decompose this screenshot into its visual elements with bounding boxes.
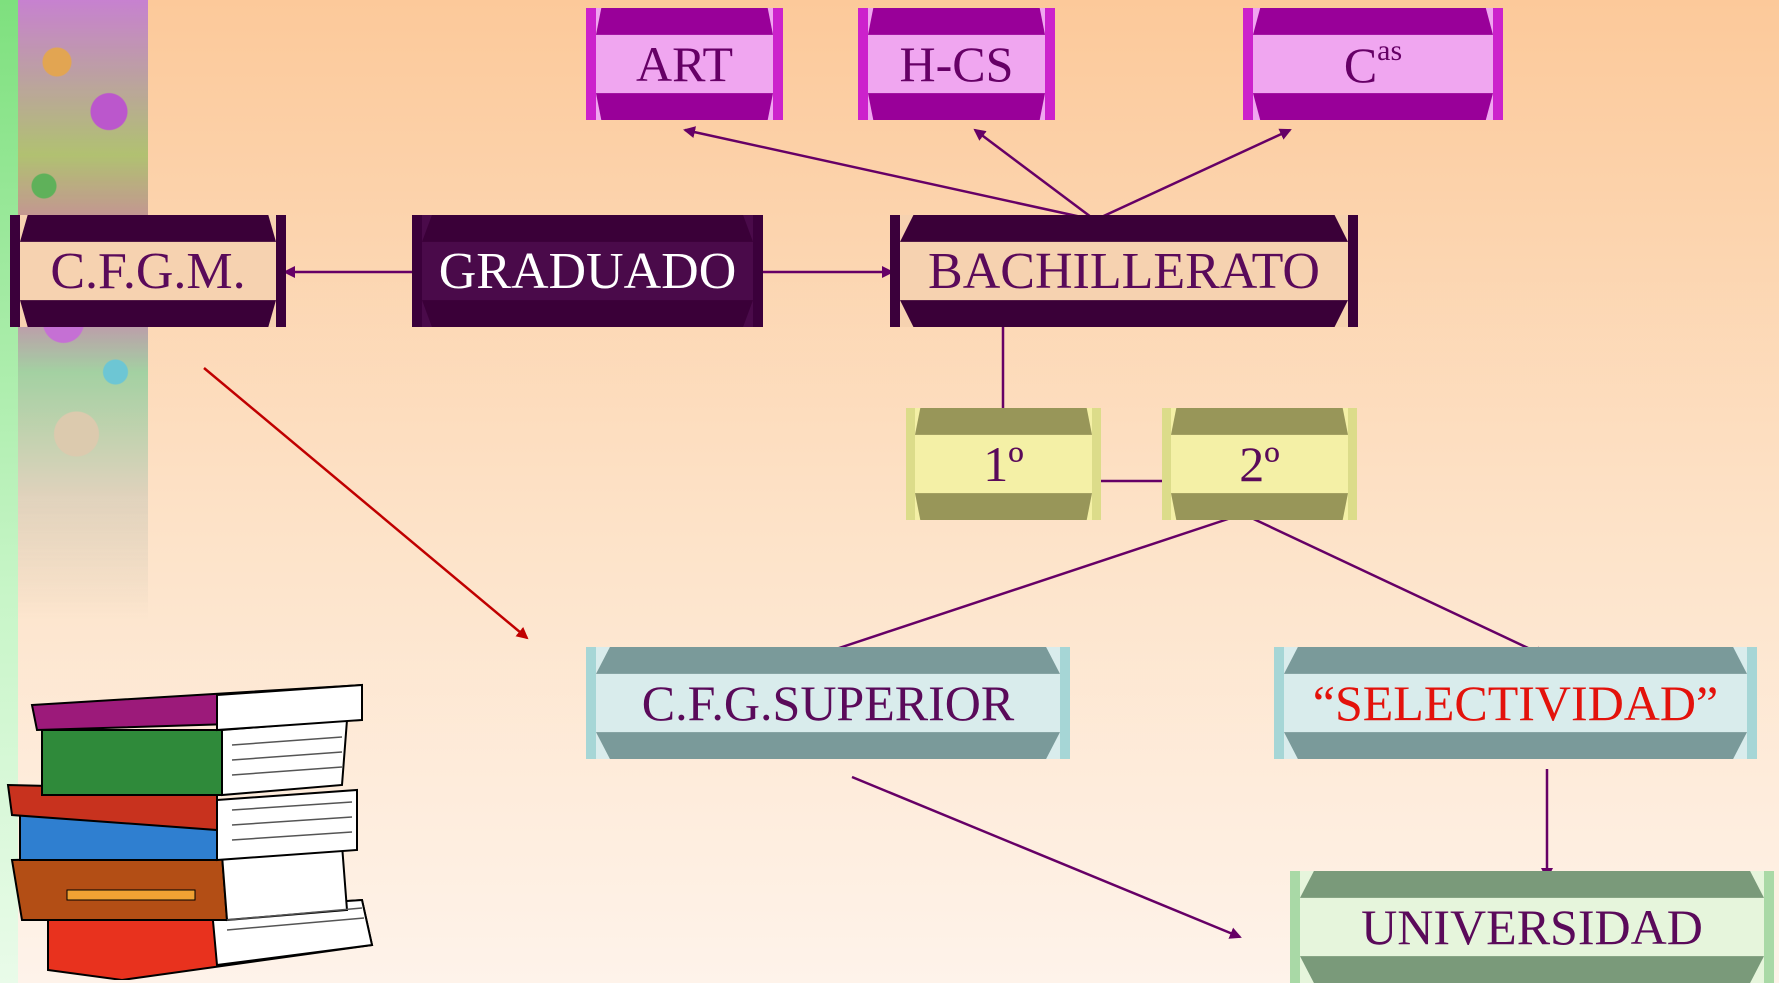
node-bachillerato-label: BACHILLERATO	[928, 242, 1320, 300]
node-segundo: 2º	[1162, 408, 1357, 520]
node-graduado-label: GRADUADO	[438, 242, 737, 300]
node-bachillerato: BACHILLERATO	[890, 215, 1358, 327]
node-art-label: ART	[636, 36, 733, 92]
node-hcs: H-CS	[858, 8, 1055, 120]
node-cas: Cas	[1243, 8, 1503, 120]
node-cfgm-label: C.F.G.M.	[50, 242, 246, 300]
node-selectividad: “SELECTIVIDAD”	[1274, 647, 1757, 759]
node-graduado: GRADUADO	[412, 215, 763, 327]
node-cfgm: C.F.G.M.	[10, 215, 286, 327]
arrow-2-to-selectividad	[1242, 512, 1547, 658]
arrow-cfgm-to-cfgs	[203, 367, 529, 640]
node-cas-label: Cas	[1344, 34, 1402, 94]
node-primero: 1º	[906, 408, 1101, 520]
node-primero-label: 1º	[983, 436, 1024, 492]
arrow-bach-to-hcs	[973, 128, 1096, 221]
node-art: ART	[586, 8, 783, 120]
arrow-2-to-cfgs	[813, 512, 1244, 659]
node-cfg-superior: C.F.G.SUPERIOR	[586, 647, 1070, 759]
node-selectividad-label: “SELECTIVIDAD”	[1312, 675, 1719, 731]
node-cas-sup: as	[1377, 34, 1403, 67]
node-universidad: UNIVERSIDAD	[1290, 871, 1774, 983]
node-segundo-label: 2º	[1239, 436, 1280, 492]
node-hcs-label: H-CS	[899, 36, 1014, 92]
node-cas-base: C	[1343, 37, 1378, 93]
books-stack-illustration	[6, 683, 374, 980]
node-universidad-label: UNIVERSIDAD	[1361, 899, 1703, 955]
node-cfg-superior-label: C.F.G.SUPERIOR	[641, 675, 1015, 731]
arrow-bach-to-cas	[1094, 128, 1292, 222]
arrow-cfgs-to-universidad	[851, 775, 1242, 939]
arrow-bach-to-art	[683, 126, 1096, 222]
